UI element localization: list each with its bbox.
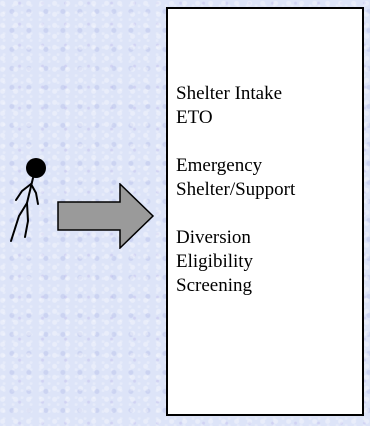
- stick-figure-walking-icon: [10, 158, 46, 242]
- right-arrow-icon: [57, 183, 155, 249]
- process-box: Shelter Intake ETO Emergency Shelter/Sup…: [166, 7, 364, 416]
- box-line-shelter-support: Shelter/Support: [176, 179, 296, 200]
- box-line-screening: Screening: [176, 275, 252, 296]
- box-line-emergency: Emergency: [176, 155, 263, 176]
- box-line-diversion: Diversion: [176, 227, 251, 248]
- box-line-eto: ETO: [176, 107, 213, 128]
- line-spacer: [176, 130, 295, 154]
- line-spacer: [176, 202, 295, 226]
- process-box-text: Shelter Intake ETO Emergency Shelter/Sup…: [176, 82, 295, 298]
- box-line-shelter-intake: Shelter Intake: [176, 83, 283, 104]
- box-line-eligibility: Eligibility: [176, 251, 254, 272]
